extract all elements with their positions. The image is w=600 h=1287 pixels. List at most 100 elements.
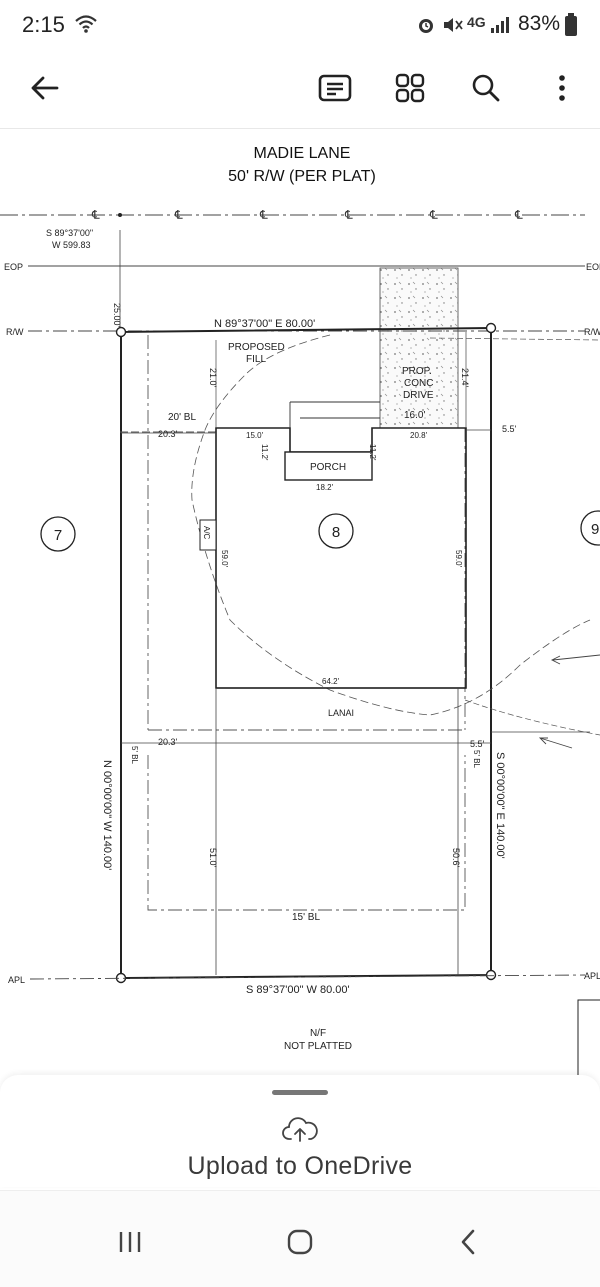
- centerline-marker: ℄: [344, 208, 353, 222]
- west-line-bearing: N 00°00'00" W 140.00': [101, 760, 113, 870]
- wifi-icon: [75, 15, 97, 33]
- dim-16: 16.0': [404, 410, 425, 421]
- dim-11-2-left: 11.2': [260, 444, 269, 461]
- corner-monument: [485, 969, 497, 981]
- lot-7-marker: [40, 516, 76, 552]
- apl-label: APL: [8, 975, 25, 985]
- grid-view-button[interactable]: [384, 62, 436, 114]
- battery-percent: 83%: [517, 12, 560, 35]
- dim-18-2: 18.2': [316, 483, 334, 492]
- dim-5-5-top: 5.5': [502, 424, 517, 434]
- proposed-concrete-drive: [379, 267, 459, 429]
- centerline-marker: ℄: [259, 208, 268, 222]
- right-of-way-label: 50' R/W (PER PLAT): [228, 168, 376, 185]
- apl-label-right: APL: [584, 971, 600, 981]
- bl-5-left: 5' BL: [130, 746, 139, 765]
- battery-icon: [565, 13, 577, 36]
- dim-5-5-bottom: 5.5': [470, 739, 485, 749]
- rear-yard-setback: [147, 755, 466, 911]
- dim-15: 15.0': [246, 431, 264, 440]
- adjacent-property-line: [29, 974, 586, 980]
- dim-59-left: 59.0': [220, 550, 229, 568]
- corner-monument: [485, 322, 497, 334]
- drive-label-2: CONC: [404, 378, 433, 389]
- search-button[interactable]: [460, 62, 512, 114]
- south-line-bearing: S 89°37'00" W 80.00': [246, 984, 350, 996]
- dim-21-4: 21.4': [460, 368, 470, 388]
- recents-icon: [119, 1232, 141, 1252]
- network-type: 4G: [467, 14, 486, 30]
- eop-label-right: EOP: [586, 262, 600, 272]
- dim-64-2: 64.2': [322, 677, 340, 686]
- dim-20-3-top: 20.3': [158, 429, 178, 439]
- lot-8-number: 8: [332, 524, 340, 541]
- system-nav-bar: [0, 1190, 600, 1287]
- corner-monument: [115, 326, 127, 338]
- dim-20-3-bottom: 20.3': [158, 737, 178, 747]
- back-button[interactable]: [18, 62, 70, 114]
- bl-20: 20' BL: [168, 412, 196, 423]
- nav-back-button[interactable]: [438, 1217, 498, 1267]
- rw-label: R/W: [6, 327, 24, 337]
- lanai-label: LANAI: [328, 708, 354, 718]
- toolbar-divider: [0, 128, 600, 129]
- home-button[interactable]: [270, 1217, 330, 1267]
- site-plan-drawing[interactable]: MADIE LANE 50' R/W (PER PLAT) ℄ ℄ ℄ ℄ ℄ …: [0, 129, 600, 1075]
- nf-label: N/F: [310, 1028, 326, 1039]
- cloud-upload-icon[interactable]: [282, 1115, 318, 1143]
- back-icon: [461, 1229, 475, 1255]
- signal-icon: [491, 17, 509, 33]
- survey-point: [118, 213, 122, 217]
- rw-label-right: R/W: [584, 327, 600, 337]
- centerline-marker: ℄: [514, 208, 523, 222]
- proposed-fill-boundary: [191, 334, 591, 716]
- east-line-bearing: S 00°00'00" E 140.00': [494, 752, 506, 859]
- drive-label-1: PROP.: [402, 366, 432, 377]
- centerline-marker: ℄: [91, 208, 100, 222]
- street-name: MADIE LANE: [254, 145, 351, 162]
- eop-label: EOP: [4, 262, 23, 272]
- dim-50-6: 50.6': [451, 848, 461, 868]
- dim-21-0: 21.0': [208, 368, 218, 388]
- home-icon: [287, 1229, 313, 1255]
- lot-9-marker: [580, 510, 600, 546]
- bearing-top-left: S 89°37'00": [46, 228, 93, 238]
- notes-button[interactable]: [309, 62, 361, 114]
- app-toolbar: [0, 52, 600, 128]
- search-icon: [472, 74, 500, 102]
- bearing-top-left-dist: W 599.83: [52, 240, 91, 250]
- proposed-fill-label-2: FILL: [246, 354, 266, 365]
- status-bar: 2:15 4G 83%: [0, 0, 600, 52]
- more-vert-icon: [559, 75, 565, 101]
- centerline-marker: ℄: [174, 208, 183, 222]
- lot-7-number: 7: [54, 527, 62, 544]
- bottom-sheet[interactable]: [0, 1075, 600, 1187]
- lot-9-number: 9: [591, 521, 599, 538]
- grid-icon: [395, 73, 425, 103]
- porch-label: PORCH: [310, 462, 346, 473]
- drive-label-3: DRIVE: [403, 390, 434, 401]
- north-line-bearing: N 89°37'00" E 80.00': [214, 318, 315, 330]
- proposed-fill-label: PROPOSED: [228, 342, 285, 353]
- dim-11-2-right: 11.2': [368, 444, 377, 461]
- notes-icon: [318, 74, 352, 102]
- centerline-marker: ℄: [429, 208, 438, 222]
- bl-15: 15' BL: [292, 912, 320, 923]
- sheet-drag-handle[interactable]: [272, 1090, 328, 1095]
- dim-59-right: 59.0': [454, 550, 463, 568]
- bl-5-right: 5' BL: [472, 750, 481, 769]
- more-options-button[interactable]: [536, 62, 588, 114]
- dim-51-0: 51.0': [208, 848, 218, 868]
- arrow-left-icon: [31, 76, 59, 100]
- dim-20-8: 20.8': [410, 431, 428, 440]
- ac-pad: [199, 519, 217, 551]
- not-platted-label: NOT PLATTED: [284, 1041, 352, 1052]
- dim-25: 25.00': [112, 303, 122, 328]
- recents-button[interactable]: [100, 1217, 160, 1267]
- alarm-icon: [419, 19, 433, 33]
- porch: [284, 451, 373, 481]
- title-block-edge: [577, 999, 600, 1075]
- ac-label: A/C: [202, 526, 211, 540]
- mute-icon: [444, 18, 463, 32]
- upload-to-onedrive-button[interactable]: Upload to OneDrive: [187, 1152, 413, 1180]
